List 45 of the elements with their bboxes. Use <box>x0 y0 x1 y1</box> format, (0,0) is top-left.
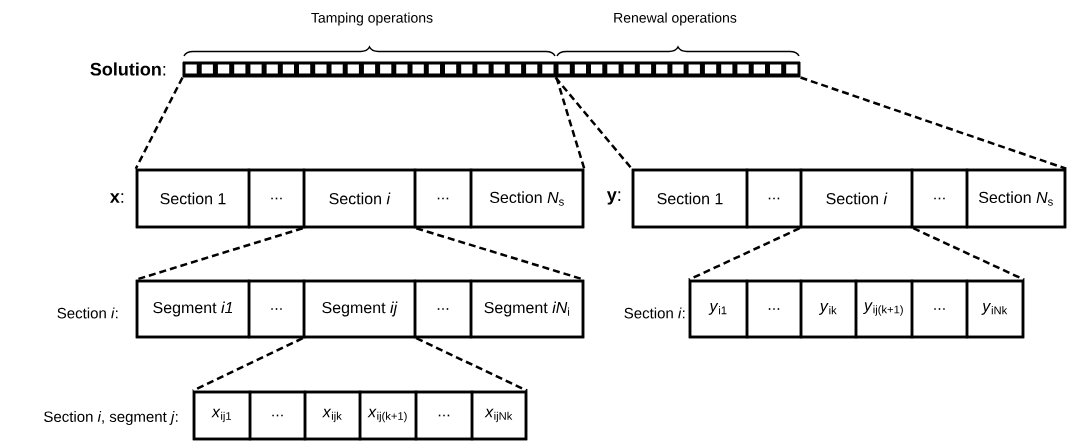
array-cell: ... <box>414 390 474 441</box>
array-cell: Section N$_{s}$ <box>469 168 585 229</box>
heading: Renewal operations <box>614 12 737 26</box>
dashed-line <box>192 337 304 392</box>
array-cell: y$_{iNk}$ <box>965 279 1025 339</box>
array-cell: x$_{ijNk}$ <box>470 390 528 441</box>
array-cell: y$_{ij(k+1)}$ <box>854 279 914 339</box>
array-cell: ... <box>247 168 306 229</box>
dashed-line <box>800 76 1067 170</box>
array-cell: Section 1 <box>631 168 749 229</box>
array-cell: ... <box>745 168 803 229</box>
array-cell: ... <box>910 279 969 339</box>
array-cell: Section 1 <box>135 168 251 229</box>
row-label: Section i: <box>624 307 685 319</box>
dashed-line <box>555 77 586 170</box>
array-cell: Segment iN$_{i}$ <box>469 279 585 339</box>
array-cell: ... <box>745 279 803 339</box>
array-cell: Segment i1 <box>135 279 251 339</box>
array-cell: x$_{ij1}$ <box>192 390 252 441</box>
row-label: y: <box>606 191 621 205</box>
array-cell: y$_{i1}$ <box>688 279 749 339</box>
array-cell: Segment ij <box>302 279 417 339</box>
solution-bar <box>182 61 557 78</box>
row-label: Section i: <box>57 307 118 319</box>
heading: Tamping operations <box>311 12 433 26</box>
row-label: Solution: <box>90 62 166 76</box>
row-label: Section i, segment j: <box>44 411 178 425</box>
dashed-line <box>688 227 801 281</box>
dashed-line <box>135 227 304 281</box>
array-cell: ... <box>247 279 306 339</box>
array-cell: Section N$_{s}$ <box>965 168 1067 229</box>
dashed-line <box>554 76 633 170</box>
array-cell: ... <box>413 168 473 229</box>
array-cell: ... <box>910 168 969 229</box>
array-cell: x$_{ijk}$ <box>303 390 362 441</box>
solution-bar <box>555 61 801 78</box>
dashed-line <box>415 337 528 392</box>
array-cell: Section i <box>799 168 914 229</box>
array-cell: x$_{ij(k+1)}$ <box>358 390 418 441</box>
dashed-line <box>134 76 184 170</box>
array-cell: y$_{ik}$ <box>799 279 858 339</box>
array-cell: ... <box>413 279 473 339</box>
dashed-line <box>912 227 1025 281</box>
array-cell: Section i <box>302 168 417 229</box>
array-cell: ... <box>248 390 307 441</box>
